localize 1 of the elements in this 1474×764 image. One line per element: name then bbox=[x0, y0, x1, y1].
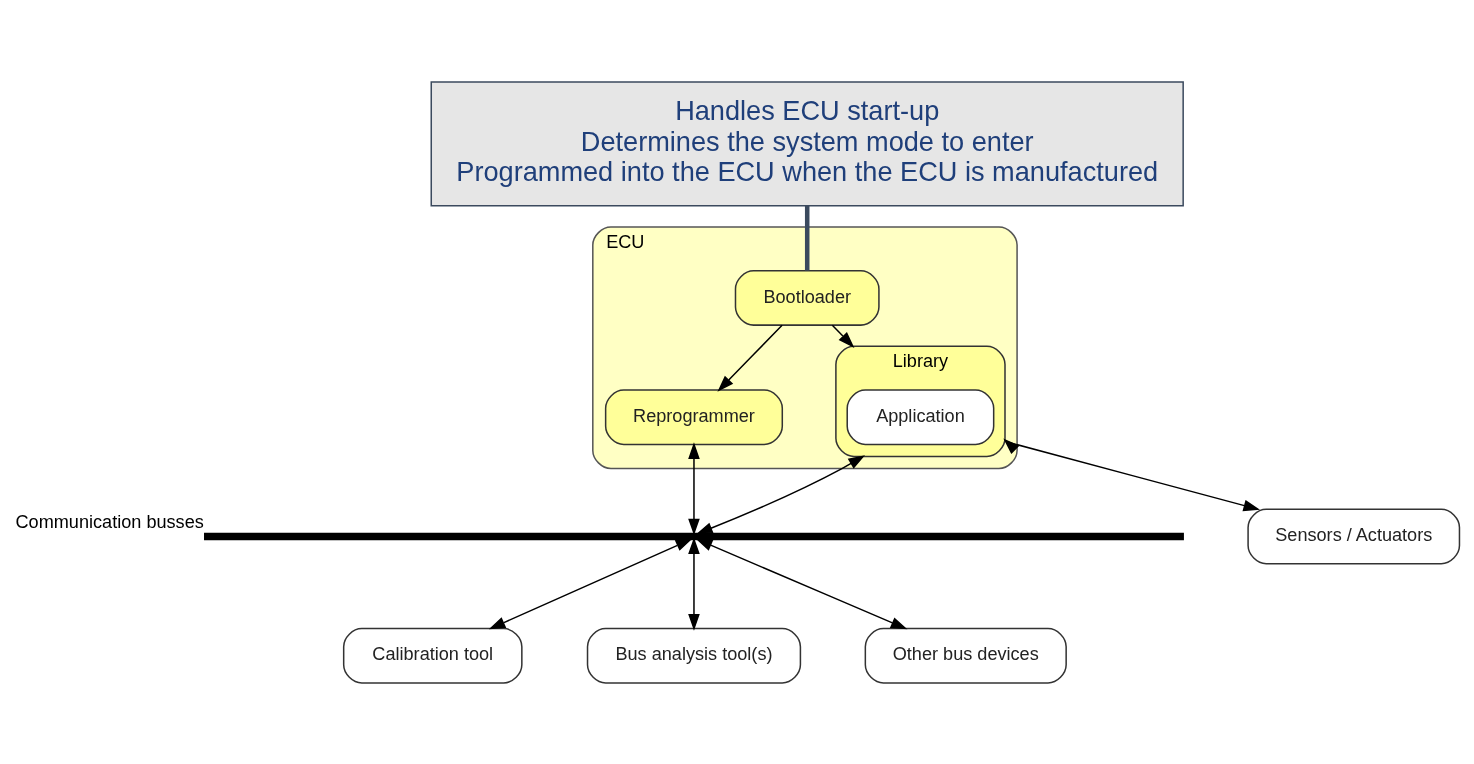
node-label: Communication busses bbox=[15, 511, 204, 532]
